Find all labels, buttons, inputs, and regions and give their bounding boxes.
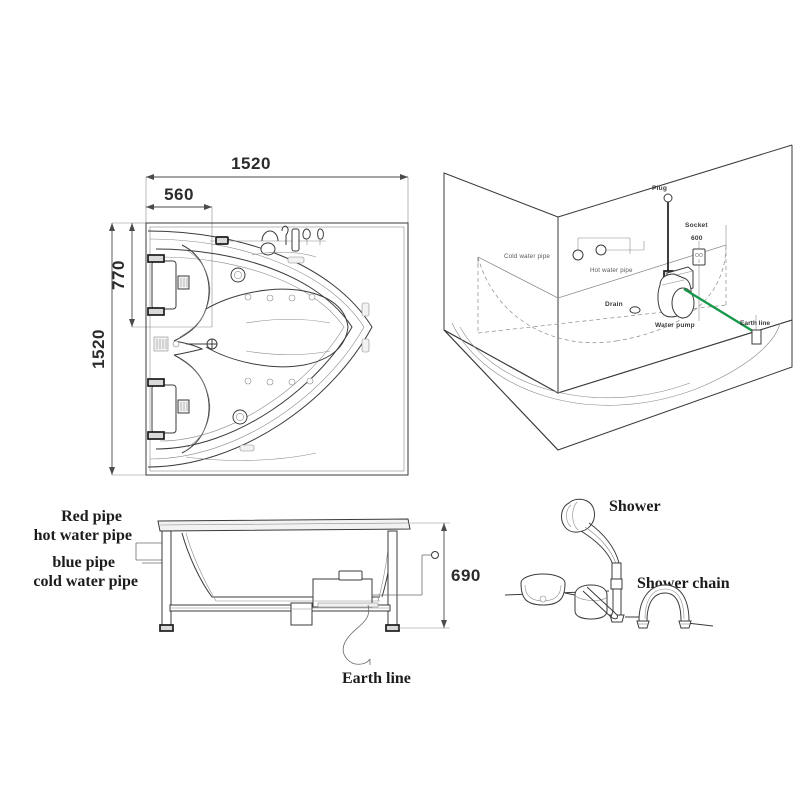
- cold-water-pipe-fitting: [572, 237, 631, 261]
- dimension-label-1520-width: 1520: [231, 154, 271, 173]
- dimension-height-690: [397, 522, 450, 629]
- side-view-leaders: [135, 542, 165, 564]
- tub-faucet-deck: [210, 225, 326, 264]
- plug-label: Plug: [652, 185, 667, 192]
- earth-line-label-side: Earth line: [342, 670, 411, 687]
- shower-riser: [609, 562, 625, 623]
- socket-assembly: [692, 241, 706, 321]
- socket-height-label: 600: [691, 235, 703, 242]
- tub-left-fixtures: [147, 254, 218, 440]
- tub-inner-contours: [173, 244, 349, 454]
- plan-view-panel: 1520 560 770 1520: [89, 154, 409, 476]
- drain-box-side: [290, 602, 313, 626]
- tub-basin-floor-curve: [451, 322, 781, 406]
- dimension-label-690: 690: [451, 566, 481, 585]
- shower-view-panel: Shower Shower chain: [504, 498, 730, 629]
- pipe-hookup-right: [372, 551, 439, 596]
- water-pump-assembly: [657, 266, 695, 319]
- tub-floor-ribs: [245, 318, 331, 356]
- tub-jets-small-lower: [244, 377, 314, 386]
- tub-top-rim-side: [157, 518, 411, 532]
- lever-mixer: [574, 584, 618, 620]
- dimension-label-560: 560: [164, 185, 194, 204]
- plug-assembly: [663, 193, 674, 280]
- earth-line-green: [683, 287, 762, 345]
- earth-line-wire-side: [342, 604, 371, 665]
- arched-spout: [636, 584, 692, 629]
- blue-pipe-label: blue pipe: [52, 554, 115, 571]
- tub-right-fixtures: [361, 302, 370, 353]
- cold-water-pipe-label: Cold water pipe: [504, 253, 550, 260]
- isometric-view-panel: Plug Socket 600 Cold water pipe Hot wa: [443, 144, 793, 451]
- tub-jets-large: [230, 267, 248, 425]
- pump-unit-side: [312, 570, 379, 608]
- tub-outer-footprint: [145, 222, 409, 476]
- dimension-overall-width: [145, 174, 409, 475]
- tub-bottom-fixtures: [185, 444, 317, 461]
- tub-jets-small-upper: [244, 293, 316, 302]
- tub-footprint-dashed: [477, 244, 727, 343]
- dimension-label-1520-height: 1520: [89, 329, 108, 369]
- drain-fitting: [629, 306, 641, 314]
- side-view-panel: Red pipe hot water pipe blue pipe cold w…: [33, 508, 480, 687]
- water-pump-label: Water pump: [655, 322, 695, 329]
- room-shell: [443, 144, 793, 451]
- dimension-inner-height: [129, 222, 212, 328]
- cold-water-pipe-label-side: cold water pipe: [33, 573, 138, 590]
- hot-water-pipe-fitting: [595, 241, 645, 256]
- shower-label: Shower: [609, 498, 661, 515]
- hot-water-pipe-label: Hot water pipe: [590, 267, 633, 274]
- socket-label: Socket: [685, 222, 708, 229]
- shower-head: [561, 498, 620, 566]
- earth-line-label: Earth line: [740, 320, 770, 327]
- hot-water-pipe-label-side: hot water pipe: [34, 527, 132, 544]
- tub-support-frame: [159, 530, 400, 632]
- valve-knob-round: [520, 573, 576, 606]
- red-pipe-label: Red pipe: [61, 508, 122, 525]
- drain-label: Drain: [605, 301, 623, 308]
- dimension-label-770: 770: [109, 260, 128, 290]
